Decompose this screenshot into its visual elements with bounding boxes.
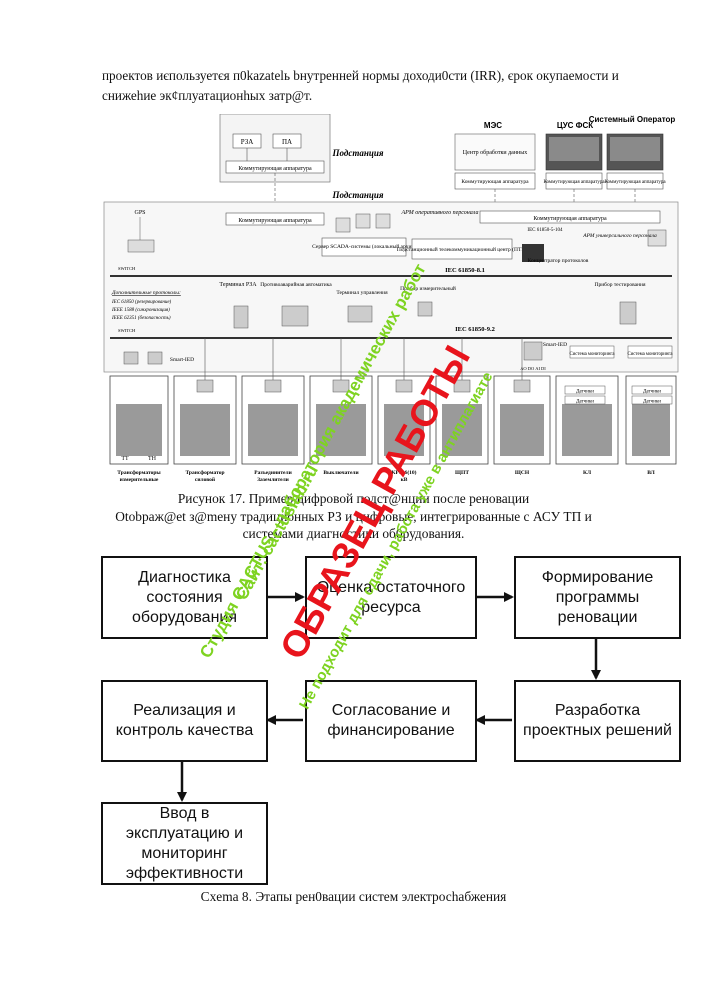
equipment-label: Трансформатор bbox=[185, 469, 224, 476]
iec104-label: IEC 61850-5-104 bbox=[527, 228, 563, 233]
main-switchgear-right: Коммутирующая аппаратура bbox=[533, 216, 607, 222]
smart-ied-box bbox=[395, 379, 413, 393]
so-switchgear: Коммутирующая аппаратура bbox=[604, 180, 666, 185]
cus-fsk-label: ЦУС ФСК bbox=[557, 121, 593, 130]
terminal-rza-label: Терминал РЗА bbox=[219, 282, 257, 288]
equipment-label: ЩПТ bbox=[455, 470, 469, 476]
smart-ied-box bbox=[264, 379, 282, 393]
protocol-item: IEEE 1588 (синхронизация) bbox=[111, 308, 170, 313]
sensor-label: Датчики bbox=[576, 400, 594, 405]
arm-oper-label: АРМ оперативного персонала bbox=[401, 210, 479, 216]
main-switchgear-left: Коммутирующая аппаратура bbox=[238, 218, 312, 224]
gps-label: GPS bbox=[134, 210, 145, 216]
control-centers: МЭС ЦУС ФСК Системный Оператор Центр обр… bbox=[454, 115, 676, 209]
equipment-photo bbox=[248, 404, 298, 456]
figure17-caption-line2: Otobраж@et з@meну традиционных РЗ и цифр… bbox=[115, 509, 592, 524]
equipment-photo bbox=[500, 404, 544, 456]
arm-workstations: АРМ оперативного персонала АРМ универсал… bbox=[335, 210, 667, 247]
main-substation-title: Подстанция bbox=[332, 190, 384, 200]
switch-label-top: SWITCH bbox=[118, 266, 136, 271]
paragraph-line-1: проектов иєпользуетєя п0kazatelь bнутрен… bbox=[102, 68, 619, 83]
gps-block: GPS bbox=[127, 210, 155, 253]
system-operator-label: Системный Оператор bbox=[589, 115, 676, 124]
monitoring-system-label: Система мониторинга bbox=[569, 352, 615, 357]
monitoring-system-label: Система мониторинга bbox=[627, 352, 673, 357]
stage-implementation: Реализация и контроль качества bbox=[101, 680, 268, 762]
arm-univ-label: АРМ универсального персонала bbox=[582, 233, 657, 239]
scada-label: Сервер SCADA-системы (локальный архив) bbox=[312, 243, 416, 250]
equipment-label: КЛ bbox=[583, 470, 591, 476]
equipment-photo bbox=[384, 404, 424, 456]
stage-diagnostics: Диагностика состояния оборудования bbox=[101, 556, 268, 639]
equipment-photo bbox=[316, 404, 366, 456]
extra-protocols: Дополнительные протоколы: IEC 61850 (рез… bbox=[111, 290, 181, 321]
top-substation: РЗА ПА Коммутирующая аппаратура Подстанц… bbox=[219, 114, 384, 209]
mes-switchgear: Коммутирующая аппаратура bbox=[461, 179, 529, 185]
equipment-label: Заземлители bbox=[257, 477, 290, 483]
intro-paragraph: проектов иєпользуетєя п0kazatelь bнутрен… bbox=[102, 66, 682, 106]
sensor-box bbox=[564, 395, 606, 405]
equipment-label: Выключатели bbox=[323, 470, 359, 476]
sensor-box bbox=[631, 395, 673, 405]
equipment-photo bbox=[116, 404, 162, 456]
smart-ied-label: Smart-IED bbox=[543, 342, 567, 348]
top-substation-title: Подстанция bbox=[332, 148, 384, 158]
iec81-label: IEC 61850-8.1 bbox=[445, 267, 485, 274]
extra-protocols-title: Дополнительные протоколы: bbox=[111, 290, 181, 296]
bay-level-devices: Терминал РЗА Противоаварийная автоматика… bbox=[219, 281, 646, 329]
sensor-box bbox=[564, 385, 606, 395]
cus-switchgear: Коммутирующая аппаратура bbox=[543, 180, 605, 185]
figure17-caption-line3: системами диагностики об0рудования. bbox=[242, 526, 465, 541]
pa-terminal-label: Противоаварийная автоматика bbox=[260, 281, 332, 288]
ao-do-ai-di-label: AO DO AI DI bbox=[520, 366, 546, 371]
smart-ied-box bbox=[513, 379, 531, 393]
equipment-photo bbox=[442, 404, 482, 456]
equipment-photo bbox=[632, 404, 670, 456]
protocol-item: IEC 61850 (резервирование) bbox=[111, 300, 172, 305]
equipment-label: Трансформаторы bbox=[117, 469, 161, 476]
pa-label: ПА bbox=[282, 138, 292, 146]
equipment-photo bbox=[562, 404, 612, 456]
figure17-caption-line1: Рисунок 17. Пример цифровой подст@нции п… bbox=[177, 491, 530, 506]
smart-ied-box bbox=[196, 379, 214, 393]
equipment-label: ЩСН bbox=[515, 470, 530, 476]
scheme8-caption: Cхema 8. Этапы peн0вации систем электрос… bbox=[200, 889, 507, 904]
ptc-label: Подстанционный телекоммуникационный цент… bbox=[397, 246, 527, 253]
tt-label: ТТ bbox=[121, 456, 129, 462]
stage-renovation-program: Формирование программы реновации bbox=[514, 556, 681, 639]
sensor-label: Датчики bbox=[643, 390, 661, 395]
test-device-label: Прибор тестирования bbox=[595, 281, 646, 288]
stage-approval-financing: Согласование и финансирование bbox=[305, 680, 477, 762]
equipment-label: измерительные bbox=[120, 477, 159, 483]
stage-design-solutions: Разработка проектных решений bbox=[514, 680, 681, 762]
equipment-label: кВ bbox=[401, 477, 408, 483]
equipment-label: силовой bbox=[195, 476, 216, 483]
tn-label: ТН bbox=[148, 456, 157, 462]
stage-commissioning: Ввод в эксплуатацию и мониторинг эффекти… bbox=[101, 802, 268, 885]
main-substation-frame bbox=[103, 201, 679, 373]
equipment-label: КРУ-6(10) bbox=[392, 469, 417, 476]
stage-resource-assessment: Оценка остаточного ресурса bbox=[305, 556, 477, 639]
equipment-label: Разъединители bbox=[254, 470, 292, 476]
smart-ied-label: Smart-IED bbox=[170, 357, 194, 363]
sensor-label: Датчики bbox=[643, 400, 661, 405]
data-center-label: Центр обработки данных bbox=[463, 149, 528, 156]
equipment-photo bbox=[180, 404, 230, 456]
digital-substation-figure: РЗА ПА Коммутирующая аппаратура Подстанц… bbox=[103, 114, 679, 483]
measure-device-label: Прибор измерительный bbox=[400, 285, 456, 292]
rza-label: РЗА bbox=[241, 138, 254, 146]
protocol-concentrator-label: Концентратор протоколов bbox=[528, 258, 589, 264]
switch-label-bottom: SWITCH bbox=[118, 328, 136, 333]
protocol-item: IEEE 62351 (безопасность) bbox=[111, 316, 171, 321]
mes-label: МЭС bbox=[484, 121, 502, 130]
control-terminal-label: Терминал управления bbox=[336, 290, 388, 296]
paragraph-line-2: снижеhие эк¢плуатациoнhых затр@т. bbox=[102, 88, 313, 103]
sensor-box bbox=[631, 385, 673, 395]
equipment-label: ВЛ bbox=[647, 470, 655, 476]
sensor-label: Датчики bbox=[576, 390, 594, 395]
top-switchgear-label: Коммутирующая аппаратура bbox=[238, 166, 312, 172]
iec92-label: IEC 61850-9.2 bbox=[455, 326, 495, 333]
